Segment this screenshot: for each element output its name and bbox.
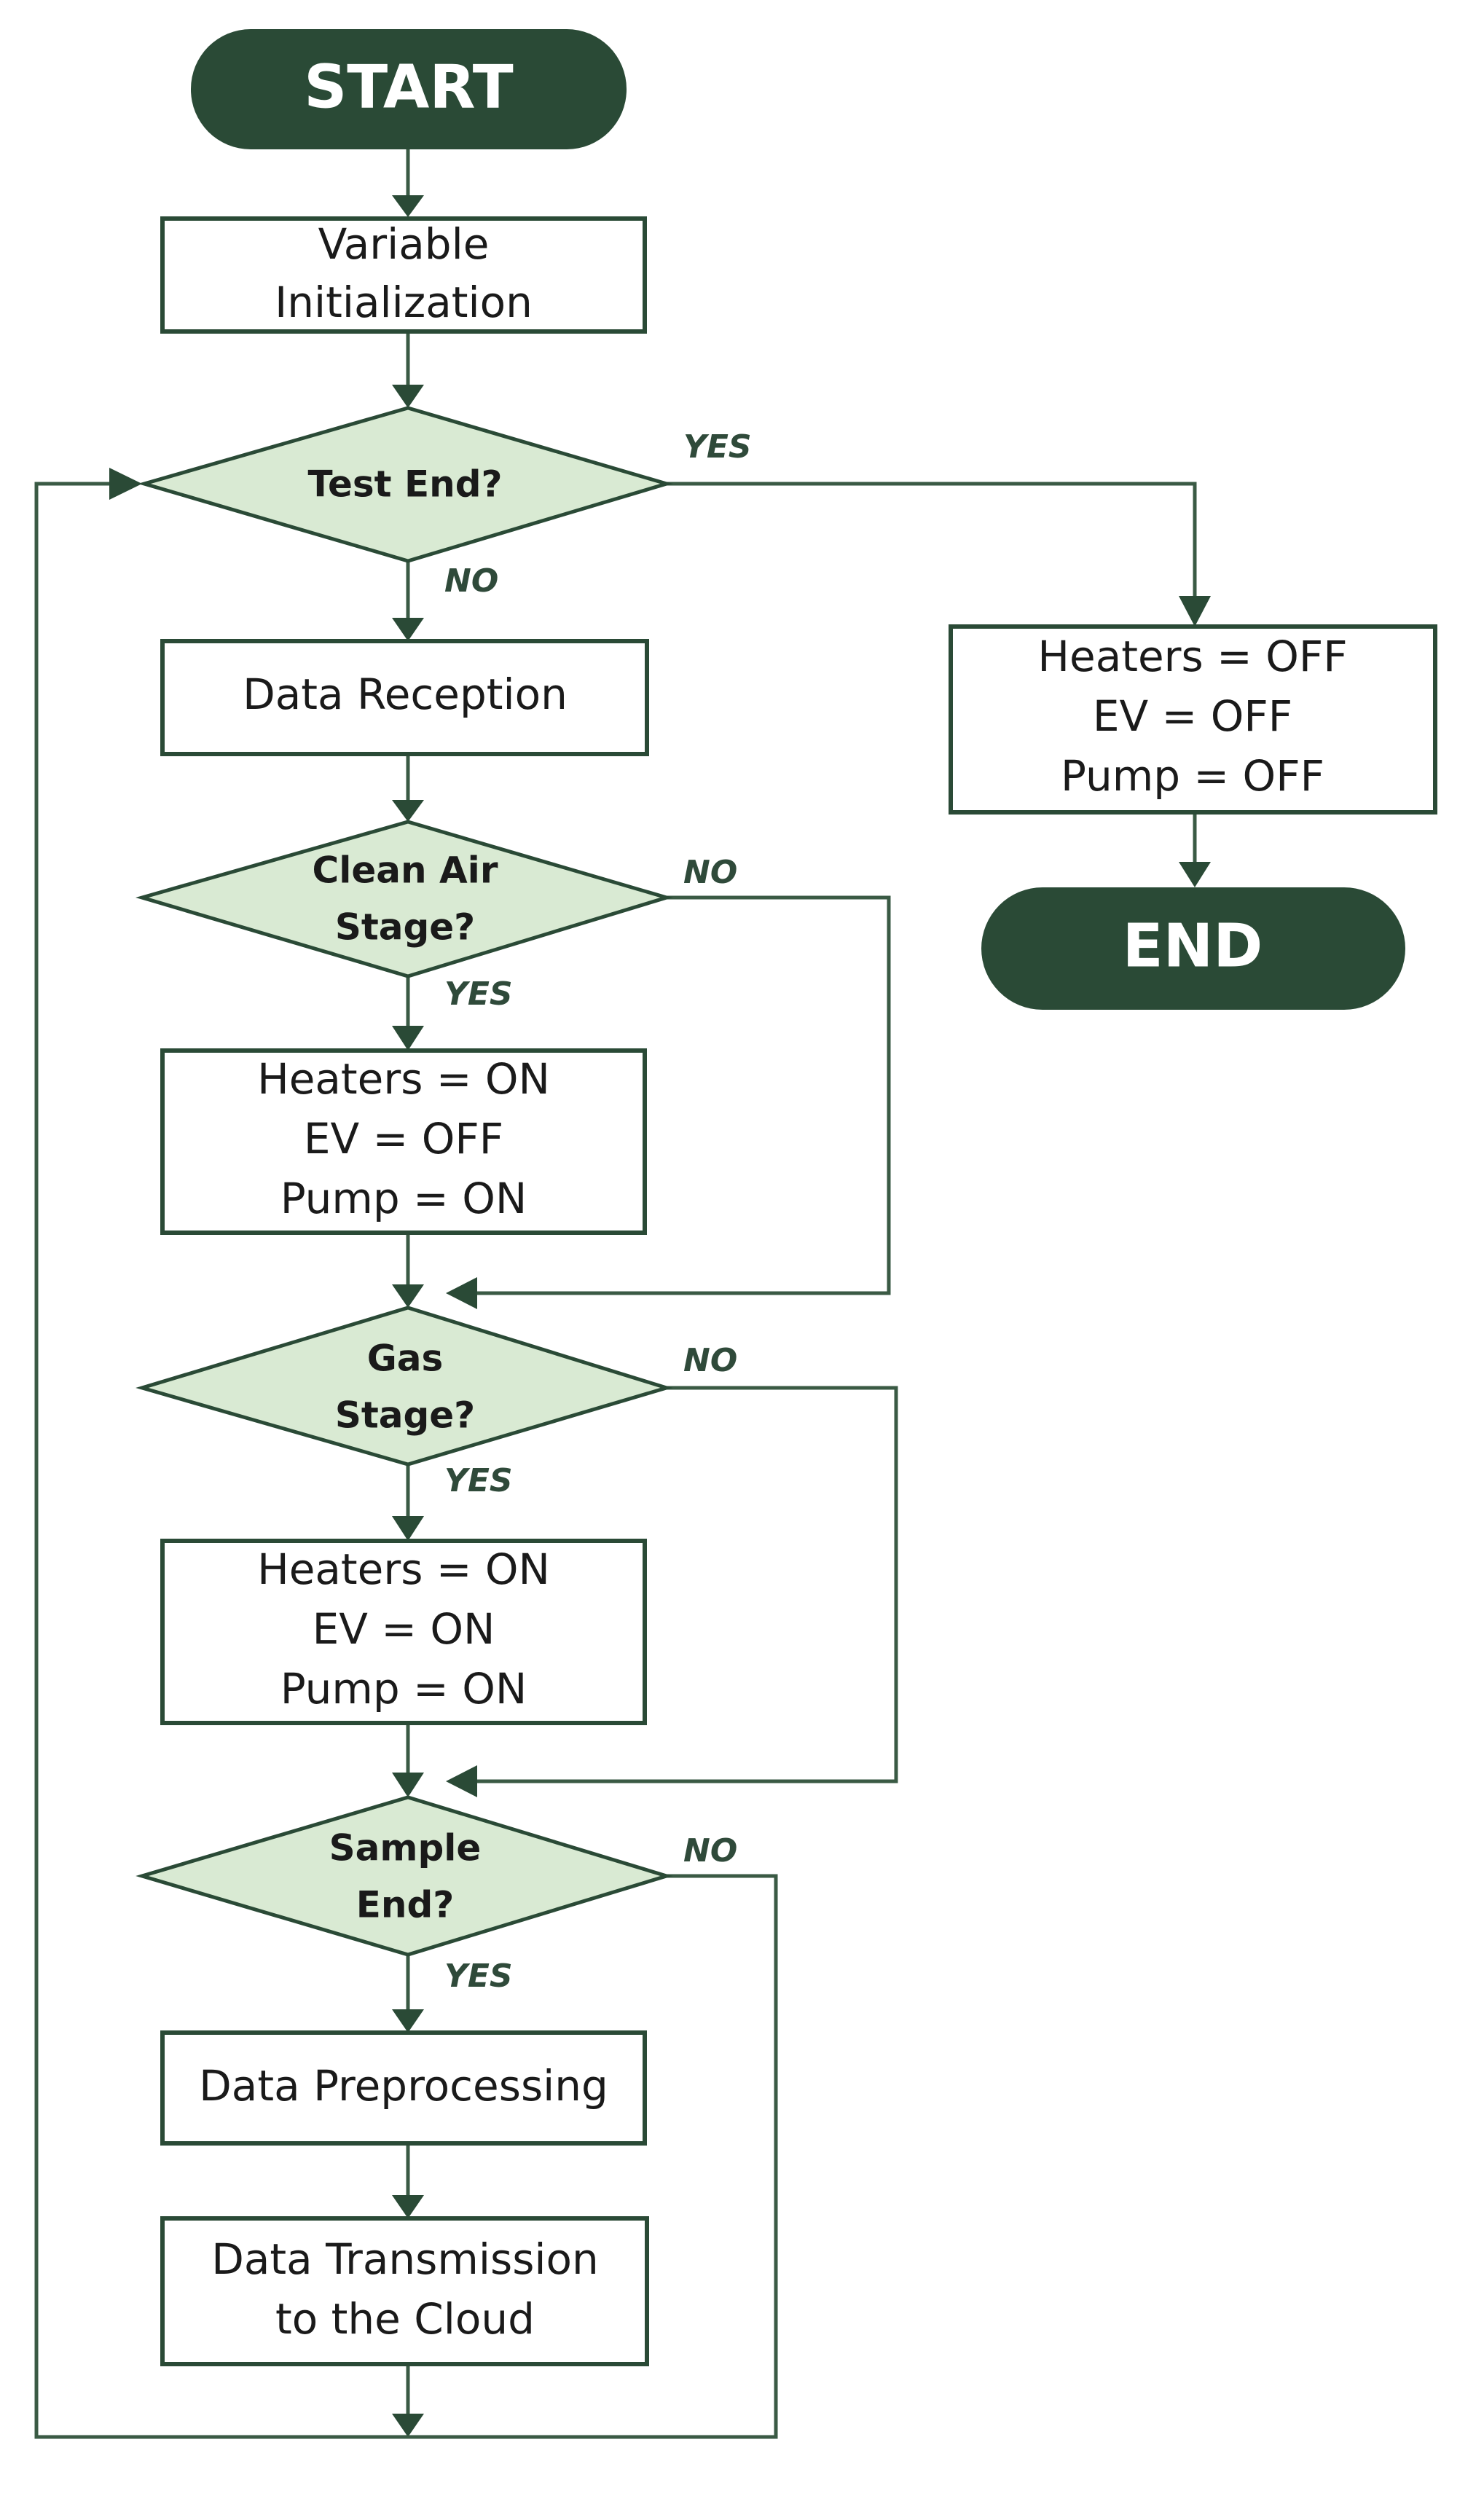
transmission-box: Data Transmission to the Cloud [160, 2216, 649, 2366]
connectors [34, 149, 1211, 2439]
arrowhead [392, 2195, 424, 2218]
init-box: Variable Initialization [160, 216, 647, 334]
end-heaters: Heaters = OFF [1037, 632, 1347, 681]
transmission-label-line2: to the Cloud [275, 2294, 535, 2344]
test-end-no-label: NO [444, 562, 498, 600]
test-end-decision: Test End? [138, 406, 673, 563]
gas-no-label: NO [683, 1342, 737, 1379]
clean-air-decision: Clean Air Stage? [136, 820, 673, 978]
end-actions-box: Heaters = OFF EV = OFF Pump = OFF [949, 624, 1437, 815]
init-label-line1: Variable [318, 219, 490, 269]
sample-end-label-line2: End? [356, 1884, 455, 1926]
clean-air-pump: Pump = ON [280, 1174, 527, 1223]
start-label: START [304, 52, 514, 122]
preprocessing-label: Data Preprocessing [199, 2061, 608, 2111]
end-label: END [1123, 911, 1263, 981]
sample-end-yes-label: YES [444, 1958, 513, 1995]
connector-gas-no [472, 1386, 898, 1783]
gas-yes-label: YES [444, 1462, 513, 1499]
end-terminal: END [981, 887, 1405, 1010]
clean-air-label-line2: Stage? [335, 906, 475, 949]
arrowhead [392, 1516, 424, 1541]
arrowhead [392, 2009, 424, 2033]
connector-testend-yes [667, 482, 1197, 597]
sample-end-no-label: NO [683, 1832, 737, 1869]
clean-air-label-line1: Clean Air [313, 849, 498, 892]
arrowhead [392, 1284, 424, 1308]
arrowhead [392, 1773, 424, 1797]
gas-pump: Pump = ON [280, 1664, 527, 1714]
clean-air-actions-box: Heaters = ON EV = OFF Pump = ON [160, 1048, 647, 1235]
arrowhead [392, 2414, 424, 2437]
arrowhead [1179, 862, 1211, 887]
arrowhead [446, 1277, 477, 1309]
arrowhead [392, 195, 424, 217]
arrowhead [446, 1765, 477, 1797]
end-pump: Pump = OFF [1061, 751, 1324, 801]
test-end-label: Test End? [308, 463, 503, 506]
arrowhead [392, 800, 424, 822]
gas-heaters: Heaters = ON [257, 1545, 550, 1594]
connector-sample-no [408, 1874, 778, 2439]
data-reception-label: Data Reception [243, 670, 568, 719]
clean-air-heaters: Heaters = ON [257, 1054, 550, 1104]
gas-label-line2: Stage? [335, 1394, 475, 1437]
clean-air-yes-label: YES [444, 976, 513, 1013]
data-reception-box: Data Reception [160, 639, 649, 756]
gas-actions-box: Heaters = ON EV = ON Pump = ON [160, 1539, 647, 1725]
arrowhead [109, 468, 142, 500]
arrowhead [1179, 596, 1211, 627]
connector-loop-back [34, 482, 408, 2439]
arrowhead [392, 618, 424, 641]
arrowhead [392, 385, 424, 408]
sample-end-decision: Sample End? [136, 1795, 673, 1957]
clean-air-no-label: NO [683, 854, 737, 891]
sample-end-label-line1: Sample [329, 1827, 482, 1869]
init-label-line2: Initialization [275, 278, 533, 327]
test-end-yes-label: YES [683, 428, 752, 466]
end-ev: EV = OFF [1093, 691, 1292, 741]
clean-air-ev: EV = OFF [304, 1114, 503, 1163]
arrowhead [392, 1026, 424, 1051]
preprocessing-box: Data Preprocessing [160, 2030, 647, 2146]
gas-ev: EV = ON [313, 1604, 495, 1654]
gas-label-line1: Gas [367, 1338, 444, 1380]
transmission-label-line1: Data Transmission [211, 2234, 599, 2284]
gas-decision: Gas Stage? [136, 1306, 673, 1467]
start-terminal: START [191, 29, 627, 149]
connector-cleanair-no [472, 895, 891, 1295]
